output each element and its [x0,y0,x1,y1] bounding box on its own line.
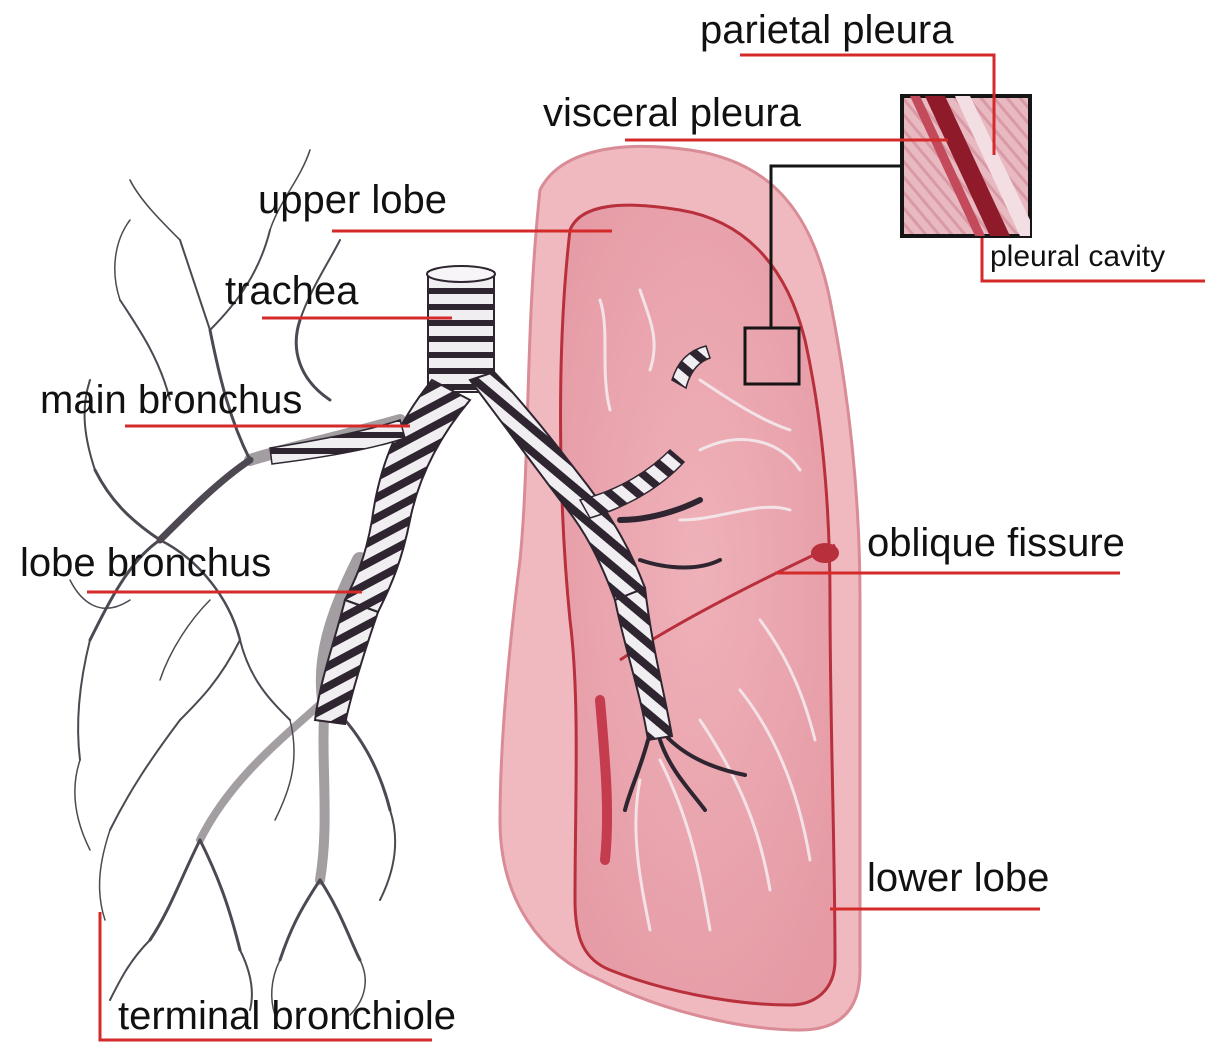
label-parietal-pleura: parietal pleura [700,10,954,50]
lung [500,146,860,1030]
label-upper-lobe: upper lobe [258,180,447,220]
label-trachea: trachea [225,271,358,311]
label-pleural-cavity: pleural cavity [990,242,1165,272]
label-oblique-fissure: oblique fissure [867,523,1125,563]
label-main-bronchus: main bronchus [40,380,302,420]
label-visceral-pleura: visceral pleura [543,93,801,133]
label-lower-lobe: lower lobe [867,858,1049,898]
label-lobe-bronchus: lobe bronchus [20,543,271,583]
label-terminal-bronchiole: terminal bronchiole [118,996,456,1036]
